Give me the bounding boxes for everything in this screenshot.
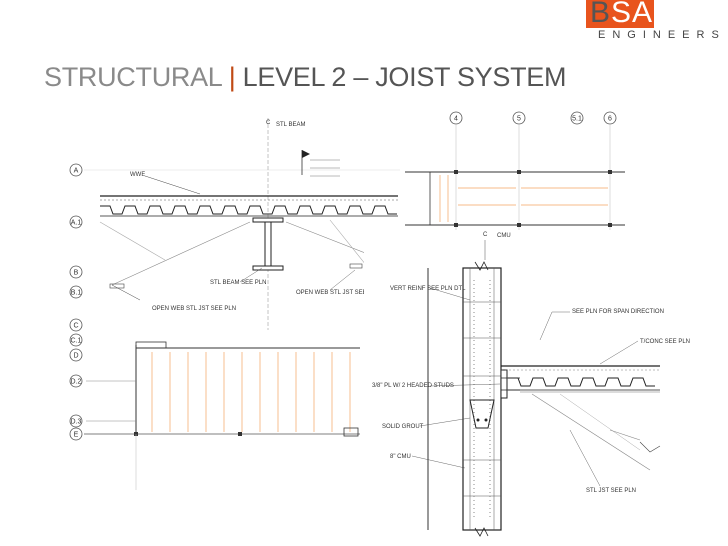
stl-beam-note: STL BEAM SEE PLN <box>210 280 266 286</box>
svg-text:C.1: C.1 <box>71 338 82 345</box>
slide-title: STRUCTURAL | LEVEL 2 – JOIST SYSTEM <box>44 60 566 94</box>
grid-bubble-5: 5 <box>512 111 526 125</box>
wall-section-detail: C CMU VERT R <box>364 232 728 546</box>
wwf-label: WWF <box>130 172 145 178</box>
title-part2: LEVEL 2 – JOIST SYSTEM <box>242 62 567 92</box>
note-span: SEE PLN FOR SPAN DIRECTION <box>572 309 664 315</box>
open-web-note-left: OPEN WEB STL JST SEE PLN <box>152 306 236 312</box>
plan-grid-left: A A.1 B B.1 C C.1 D D.2 D.3 E <box>69 163 400 441</box>
grid-bubble-b1: B.1 <box>69 285 83 299</box>
note-tconc: T/CONC SEE PLN <box>640 339 690 345</box>
svg-text:A: A <box>74 168 79 175</box>
svg-text:A.1: A.1 <box>71 220 82 227</box>
brand-name: BSARR <box>590 0 699 29</box>
grid-bubble-c: C <box>69 318 83 332</box>
note-plate: 3/8" PL W/ 2 HEADED STUDS <box>372 383 454 389</box>
plan-top-right: 4 5 5.1 6 <box>405 111 625 230</box>
svg-text:D: D <box>73 353 78 360</box>
grid-bubble-51: 5.1 <box>570 111 584 125</box>
cmu-mark: CMU <box>497 233 511 239</box>
note-grout: SOLID GROUT <box>382 424 424 430</box>
grid-bubble-6: 6 <box>603 111 617 125</box>
centerline-mark: C <box>266 120 271 126</box>
svg-text:D.2: D.2 <box>71 379 82 386</box>
stl-beam-label: STL BEAM <box>276 122 305 128</box>
grid-bubble-a: A <box>69 163 83 177</box>
svg-text:C: C <box>73 323 78 330</box>
grid-bubble-c1: C.1 <box>69 333 83 347</box>
centerline-mark-2: C <box>483 232 488 238</box>
svg-text:6: 6 <box>608 116 612 123</box>
grid-bubble-4: 4 <box>449 111 463 125</box>
note-vert-reinf: VERT REINF SEE PLN DTL <box>390 286 466 292</box>
plan-bottom-left <box>86 341 360 490</box>
grid-bubble-a1: A.1 <box>69 215 83 229</box>
title-separator: | <box>221 62 243 92</box>
brand-logo: BSARR ENGINEERS <box>578 0 728 44</box>
grid-bubble-d2: D.2 <box>69 374 83 388</box>
svg-text:E: E <box>74 432 79 439</box>
svg-text:5: 5 <box>517 116 521 123</box>
beam-section: C STL BEAM WWF STL BEAM SEE PLN OPEN WEB… <box>99 118 398 330</box>
note-stl-jst: STL JST SEE PLN <box>586 488 636 494</box>
brand-subtitle: ENGINEERS <box>598 29 726 41</box>
title-part1: STRUCTURAL <box>44 62 222 92</box>
svg-text:5.1: 5.1 <box>572 116 582 123</box>
grid-bubble-d: D <box>69 348 83 362</box>
note-cmu: 8" CMU <box>390 454 411 460</box>
grid-bubble-b: B <box>69 265 83 279</box>
open-web-note-right: OPEN WEB STL JST SEE PLN <box>296 290 380 296</box>
svg-text:4: 4 <box>454 116 458 123</box>
brand-box <box>586 0 654 28</box>
svg-text:B.1: B.1 <box>71 290 82 297</box>
svg-text:B: B <box>74 270 79 277</box>
svg-text:D.3: D.3 <box>71 419 82 426</box>
grid-bubble-d3: D.3 <box>69 414 83 428</box>
grid-bubble-e: E <box>69 427 83 441</box>
